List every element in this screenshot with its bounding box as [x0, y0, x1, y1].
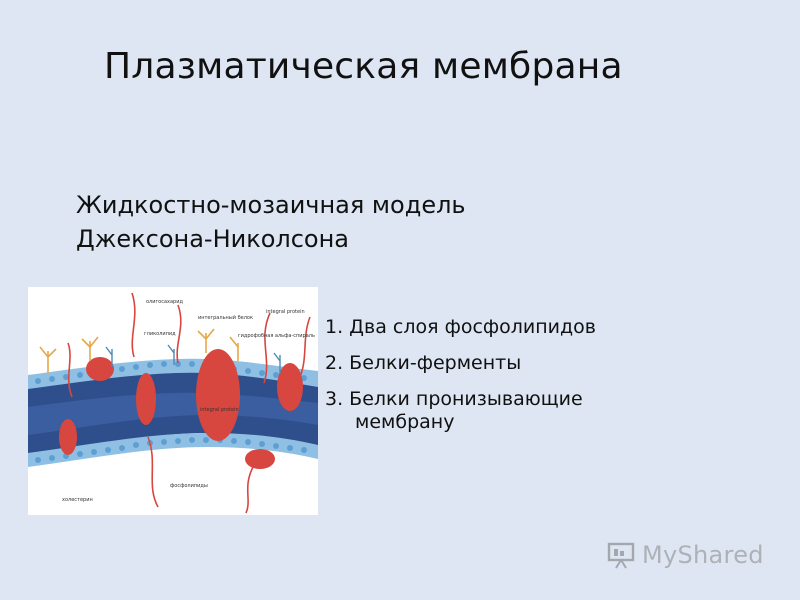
list-item-continuation: мембрану	[355, 411, 455, 433]
membrane-illustration: олигосахарид интегральный белок integral…	[28, 292, 318, 514]
glycolipid-chains	[105, 344, 281, 373]
protein-chains	[67, 292, 311, 514]
membrane-proteins	[59, 349, 303, 469]
list-item: 1. Два слоя фосфолипидов	[325, 316, 596, 338]
bilayer-tail-band	[28, 392, 318, 435]
label-glycolipid: гликолипид	[144, 331, 176, 337]
label-integral-protein-mid: integral protein	[200, 407, 239, 413]
watermark: MyShared	[606, 538, 776, 572]
glycans	[39, 328, 239, 373]
lower-head-dots	[35, 437, 307, 463]
watermark-text: MyShared	[642, 541, 764, 569]
label-integral-protein-en: integral protein	[266, 309, 305, 315]
label-cholesterol: холестерин	[62, 497, 93, 503]
label-oligosaccharide: олигосахарид	[146, 299, 183, 305]
subtitle-line-2: Джексона-Николсона	[76, 225, 350, 253]
list-item: 2. Белки-ферменты	[325, 352, 522, 374]
slide-subtitle: Жидкостно-мозаичная модель Джексона-Нико…	[76, 188, 466, 256]
label-hydrophobic-helix: гидрофобная альфа-спираль	[238, 333, 315, 339]
list-item: 3. Белки пронизывающие мембрану	[325, 388, 596, 434]
label-phospholipids: фосфолипиды	[170, 483, 208, 489]
slide-title: Плазматическая мембрана	[104, 46, 623, 87]
list-item-text: 3. Белки пронизывающие	[325, 388, 583, 410]
subtitle-line-1: Жидкостно-мозаичная модель	[76, 191, 466, 219]
label-integral-protein-top: интегральный белок	[198, 314, 253, 321]
presentation-board-icon	[607, 542, 635, 569]
points-list: 1. Два слоя фосфолипидов 2. Белки-фермен…	[325, 316, 596, 447]
membrane-diagram: олигосахарид интегральный белок integral…	[28, 287, 318, 515]
